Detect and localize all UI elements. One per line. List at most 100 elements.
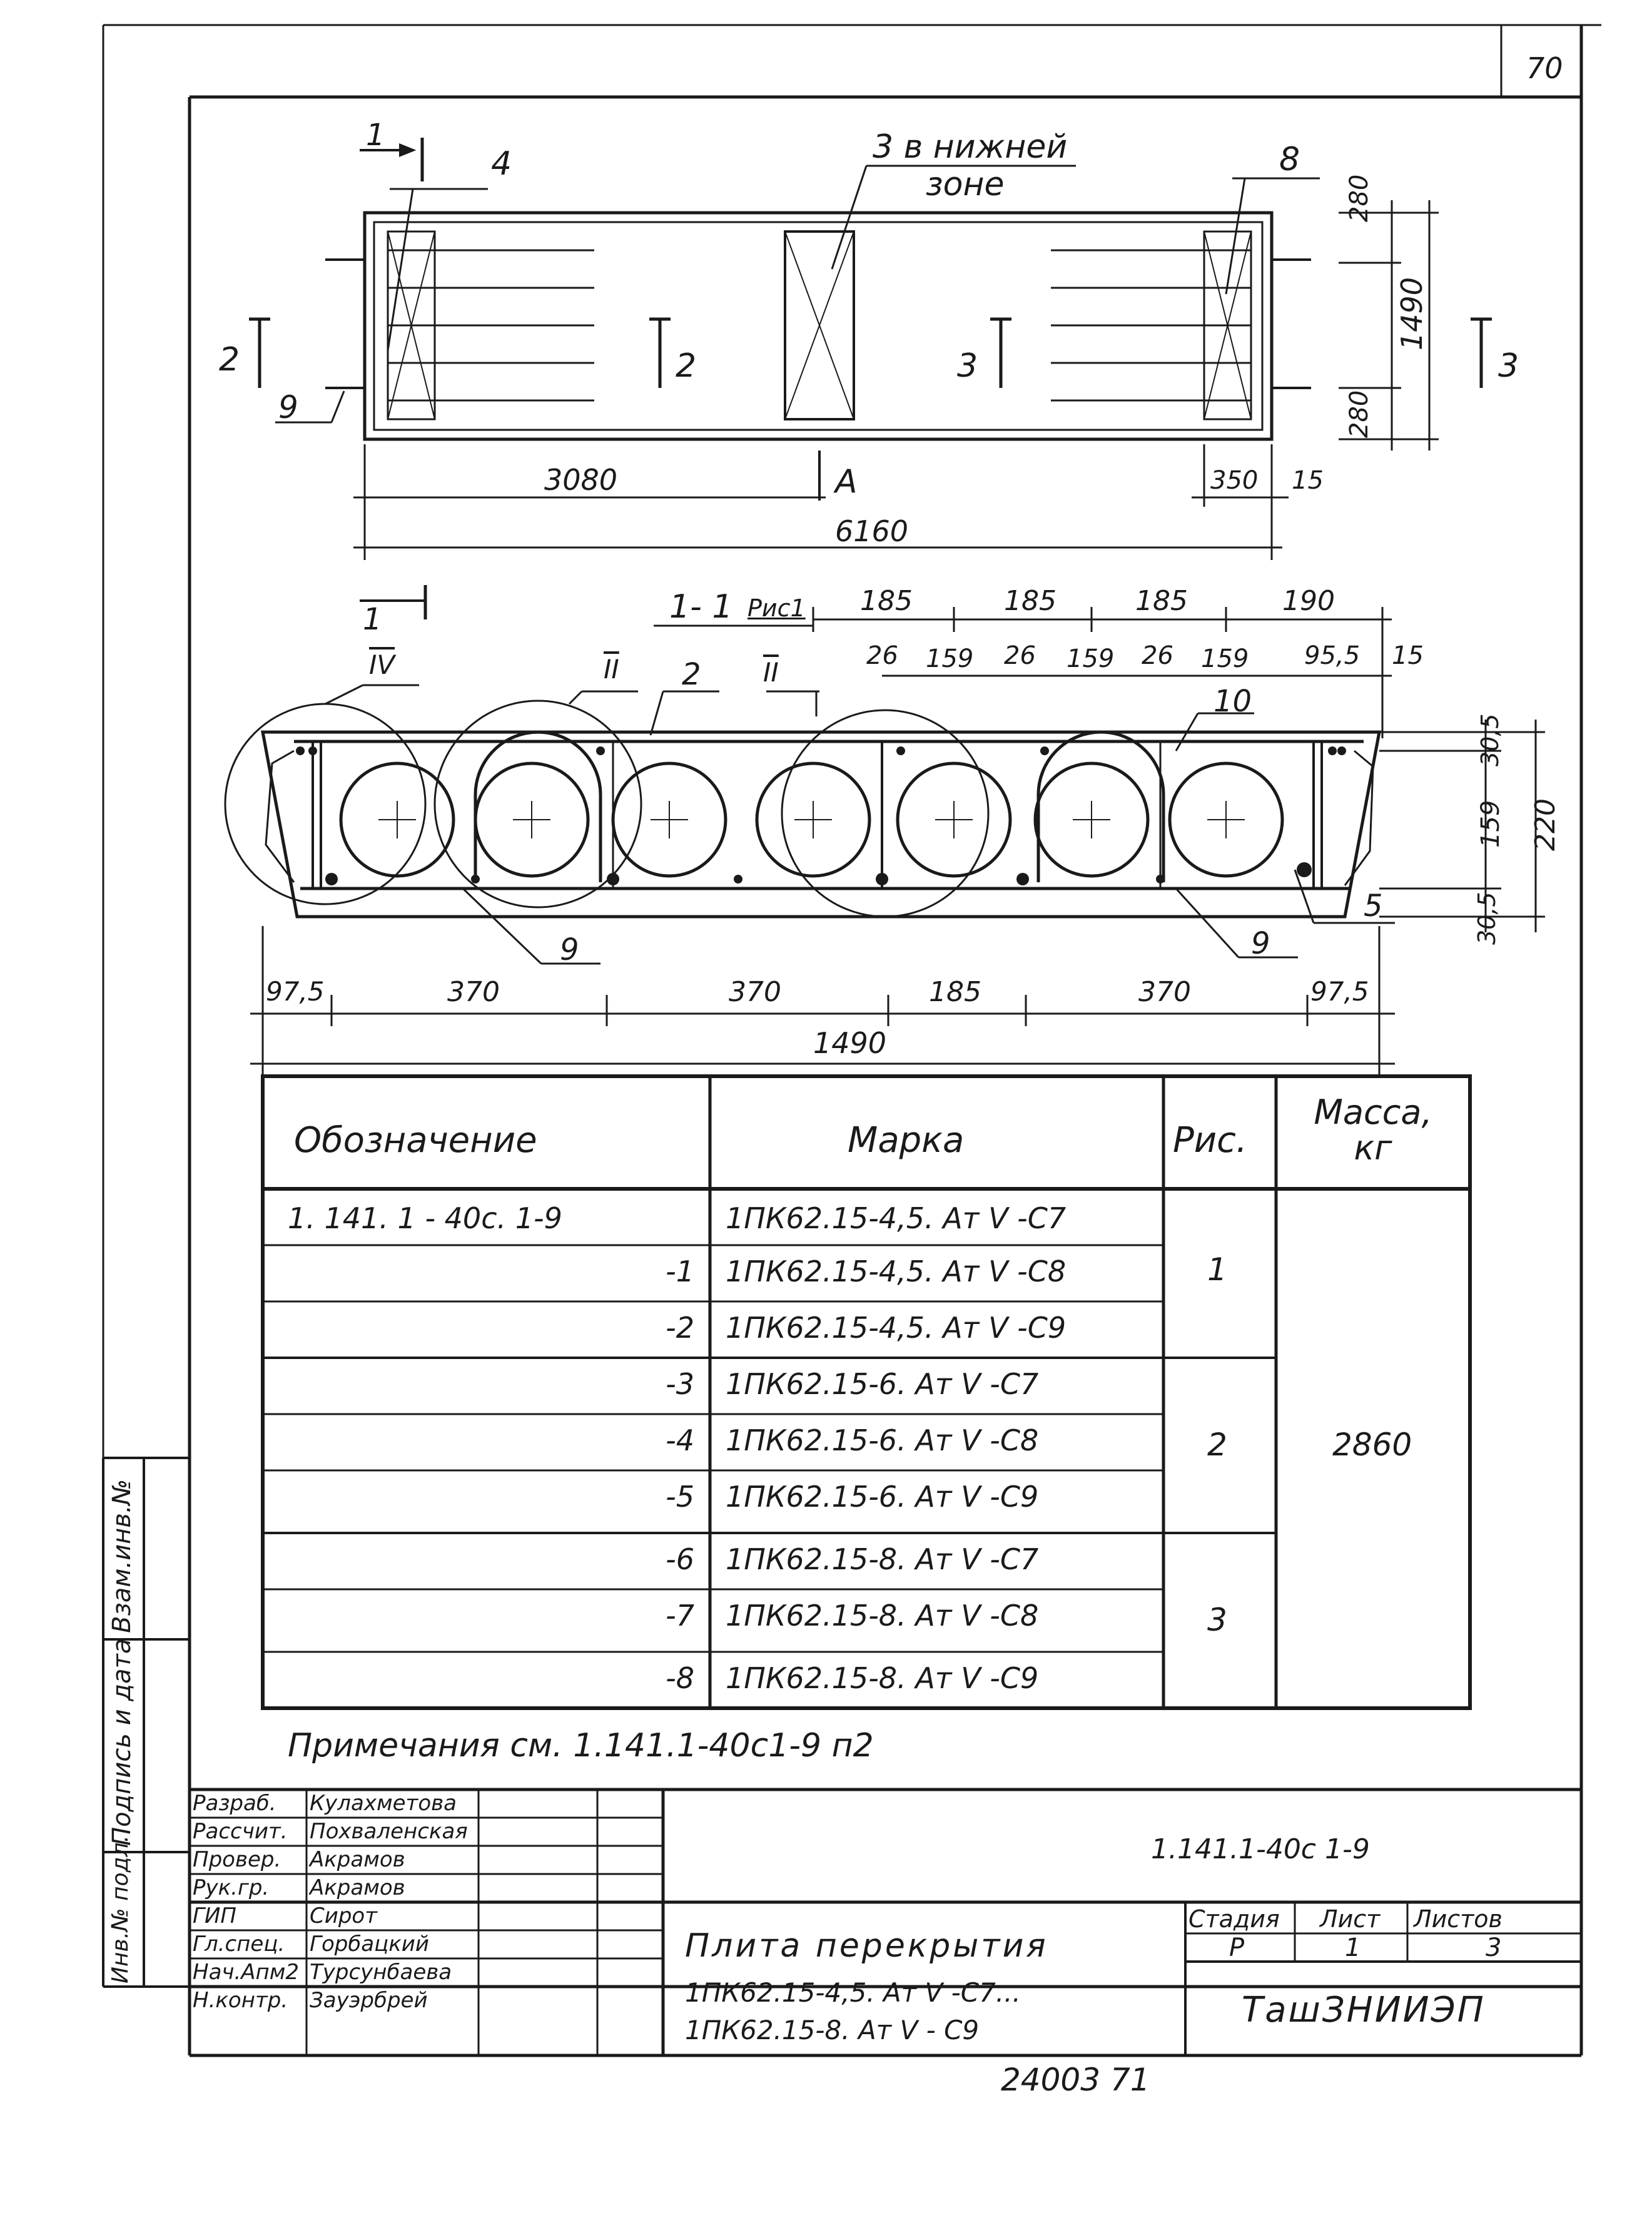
mark-2: 2 xyxy=(682,657,701,692)
section-3-mid: 3 xyxy=(957,347,978,385)
top-dim2-159-3: 159 xyxy=(1201,644,1249,673)
sheet-value: 1 xyxy=(1345,1933,1361,1962)
dim-350: 350 xyxy=(1210,466,1259,495)
section-3-right: 3 xyxy=(1498,347,1519,385)
table-row-mark: 1ПК62.15-8. Ат V -С9 xyxy=(726,1661,1039,1695)
dim-15: 15 xyxy=(1292,466,1324,495)
th-fig: Рис. xyxy=(1173,1120,1247,1161)
top-dim2-26-3: 26 xyxy=(1142,641,1173,670)
page-number: 70 xyxy=(1526,51,1563,85)
section-2-left: 2 xyxy=(219,341,240,379)
dim-6160: 6160 xyxy=(835,514,909,548)
title-block xyxy=(188,1788,1583,2057)
bottom-dim-370-2: 370 xyxy=(729,976,781,1008)
dim-280-bottom: 280 xyxy=(1345,390,1374,438)
stamp-name: Похваленская xyxy=(310,1819,468,1844)
top-dim2-15: 15 xyxy=(1392,641,1424,670)
right-dim-30-5-top: 30,5 xyxy=(1476,713,1504,766)
title-line-2: 1ПК62.15-4,5. Ат V -С7... xyxy=(685,1977,1021,2008)
right-dim-159: 159 xyxy=(1476,800,1505,848)
spec-table xyxy=(261,1074,1472,1710)
top-dim-185-3: 185 xyxy=(1135,585,1188,617)
top-dim2-95-5: 95,5 xyxy=(1304,641,1361,670)
side-label-vzam: Взам.инв.№ xyxy=(108,1479,136,1633)
bottom-dim-370-3: 370 xyxy=(1138,976,1191,1008)
stamp-name: Зауэрбрей xyxy=(310,1988,428,2013)
rebar-dots xyxy=(296,746,1346,885)
table-row-designation: -8 xyxy=(666,1661,694,1695)
mark-9-b: 9 xyxy=(1251,926,1270,961)
callout-9: 9 xyxy=(278,389,298,425)
sheet-header: Лист xyxy=(1320,1905,1381,1933)
th-designation: Обозначение xyxy=(294,1120,537,1161)
table-row-designation: -1 xyxy=(666,1255,694,1288)
table-row-designation: -4 xyxy=(666,1423,694,1457)
stamp-name: Акрамов xyxy=(310,1875,405,1900)
bottom-dim-185: 185 xyxy=(929,976,981,1008)
callout-4: 4 xyxy=(491,145,512,183)
table-row-mark: 1ПК62.15-4,5. Ат V -С7 xyxy=(726,1201,1067,1235)
bottom-number: 24003 71 xyxy=(1001,2062,1150,2098)
stamp-role: Гл.спец. xyxy=(193,1932,285,1957)
stage-value: Р xyxy=(1229,1933,1245,1962)
dim-1490-plan: 1490 xyxy=(1395,277,1429,350)
stamp-name: Турсунбаева xyxy=(310,1960,452,1985)
table-row-mark: 1ПК62.15-8. Ат V -С7 xyxy=(726,1542,1039,1576)
callout-1: 1 xyxy=(366,118,385,153)
top-dim2-159-2: 159 xyxy=(1067,644,1115,673)
mark-5: 5 xyxy=(1364,889,1383,924)
top-dim-185-2: 185 xyxy=(1004,585,1057,617)
table-row-mark: 1ПК62.15-4,5. Ат V -С9 xyxy=(726,1311,1067,1345)
sheets-header: Листов xyxy=(1414,1905,1503,1933)
mark-9-a: 9 xyxy=(560,932,579,967)
organization: ТашЗНИИЭП xyxy=(1242,1990,1486,2030)
table-row-mark: 1ПК62.15-8. Ат V -С8 xyxy=(726,1599,1039,1632)
fig-group-1: 1 xyxy=(1207,1251,1227,1288)
section-marker-1: 1 xyxy=(363,602,382,637)
bottom-dim-370-1: 370 xyxy=(447,976,500,1008)
right-dim-30-5-bottom: 30,5 xyxy=(1473,892,1501,945)
right-dim-220: 220 xyxy=(1529,798,1561,851)
table-row-mark: 1ПК62.15-6. Ат V -С8 xyxy=(726,1423,1039,1457)
total-dim-1490: 1490 xyxy=(813,1026,887,1060)
table-row-designation: -5 xyxy=(666,1480,694,1514)
title-line-3: 1ПК62.15-8. Ат V - С9 xyxy=(685,2015,980,2045)
notes-reference: Примечания см. 1.141.1-40с1-9 п2 xyxy=(288,1727,874,1764)
mark-ii-1: II xyxy=(604,654,619,685)
table-row-designation: -3 xyxy=(666,1367,694,1401)
table-row-designation: -7 xyxy=(666,1599,694,1632)
section-fig: Рис1 xyxy=(747,594,806,622)
mass-value: 2860 xyxy=(1332,1427,1412,1463)
stamp-role: Рук.гр. xyxy=(193,1875,270,1900)
side-label-sign: Подпись и дата xyxy=(108,1638,136,1846)
th-mass: Масса, кг xyxy=(1314,1092,1432,1168)
bottom-dim-97-5-right: 97,5 xyxy=(1310,976,1369,1007)
stamp-role: Н.контр. xyxy=(193,1988,288,2013)
callout-8: 8 xyxy=(1279,141,1300,178)
sheets-value: 3 xyxy=(1486,1933,1502,1962)
stamp-role: Рассчит. xyxy=(193,1819,288,1844)
view-a: А xyxy=(835,463,858,501)
section-title: 1- 1 xyxy=(669,588,733,626)
section-2-mid: 2 xyxy=(676,347,697,385)
fig-group-3: 3 xyxy=(1207,1602,1227,1638)
stamp-role: Разраб. xyxy=(193,1791,276,1816)
note-bottom-zone-2: зоне xyxy=(926,166,1005,203)
fig-group-2: 2 xyxy=(1207,1427,1227,1463)
note-bottom-zone-1: 3 в нижней xyxy=(873,128,1068,166)
table-row-designation: -6 xyxy=(666,1542,694,1576)
top-dim-185-1: 185 xyxy=(860,585,913,617)
title-line-1: Плита перекрытия xyxy=(685,1927,1048,1965)
stamp-name: Акрамов xyxy=(310,1847,405,1872)
table-row-designation: -2 xyxy=(666,1311,694,1345)
dim-3080: 3080 xyxy=(544,463,618,497)
stamp-name: Горбацкий xyxy=(310,1932,430,1957)
table-row-mark: 1ПК62.15-4,5. Ат V -С8 xyxy=(726,1255,1067,1288)
stamp-role: ГИП xyxy=(193,1903,236,1928)
mark-ii-2: II xyxy=(763,657,779,688)
mark-iv: IV xyxy=(369,649,395,680)
table-row-designation: 1. 141. 1 - 40с. 1-9 xyxy=(288,1201,562,1235)
stamp-name: Кулахметова xyxy=(310,1791,457,1816)
top-dim2-26-2: 26 xyxy=(1004,641,1036,670)
